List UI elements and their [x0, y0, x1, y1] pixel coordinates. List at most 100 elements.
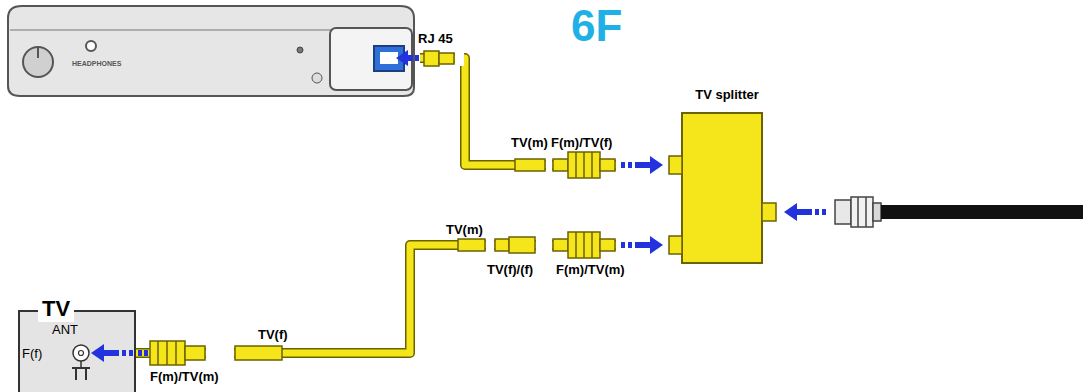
drawing-part — [546, 158, 552, 172]
drawing-part — [650, 236, 663, 254]
connector-label: TV(m) — [511, 135, 548, 150]
drawing-part — [73, 345, 89, 361]
drawing-part — [669, 156, 682, 174]
drawing-part — [650, 156, 663, 174]
drawing-part — [91, 344, 104, 362]
tv-set: TVANTF(f) — [18, 310, 136, 392]
drawing-part — [865, 197, 867, 227]
drawing-part — [150, 51, 615, 365]
drawing-part — [616, 156, 670, 174]
drawing-part — [103, 350, 119, 356]
drawing-part — [600, 239, 615, 251]
drawing-part — [486, 238, 494, 252]
connector-label: TV(f)/(f) — [487, 262, 533, 277]
drawing-part — [628, 162, 632, 168]
drawing-part — [458, 239, 485, 251]
drawing-part — [206, 52, 670, 360]
drawing-part — [420, 58, 668, 165]
drawing-part — [439, 53, 454, 64]
drawing-part — [407, 55, 413, 61]
drawing-part — [621, 162, 625, 168]
drawing-part — [575, 232, 577, 258]
drawing-part — [600, 159, 615, 171]
drawing-part — [873, 203, 881, 221]
drawing-part — [144, 350, 148, 356]
drawing-part — [536, 238, 552, 252]
test-device: HEADPHONES — [0, 0, 420, 100]
connector-label: TV(m) — [446, 222, 483, 237]
drawing-part — [330, 28, 412, 90]
drawing-part — [762, 203, 776, 221]
drawing-part — [380, 52, 398, 64]
drawing-part — [80, 361, 82, 368]
drawing-part — [37, 48, 39, 58]
drawing-part — [568, 152, 600, 178]
drawing-part — [815, 209, 819, 215]
drawing-part — [881, 205, 1083, 219]
drawing-part — [857, 197, 859, 227]
drawing-part — [553, 159, 568, 171]
drawing-part — [312, 73, 322, 83]
connector-label: F(m)/TV(m) — [556, 262, 625, 277]
drawing-part — [495, 239, 509, 251]
drawing-part — [621, 242, 625, 248]
connector-label: TV(f) — [258, 327, 288, 342]
drawing-part — [635, 242, 651, 248]
drawing-part — [628, 242, 632, 248]
coax-cable — [136, 245, 668, 353]
drawing-part — [185, 346, 205, 360]
test-device-outline — [0, 0, 420, 112]
drawing-part — [166, 341, 168, 365]
drawing-part — [396, 50, 408, 66]
drawing-part — [669, 236, 682, 254]
node-text: ANT — [52, 322, 78, 337]
connector-label: F(m)/TV(m) — [150, 369, 219, 384]
drawing-part — [835, 197, 881, 227]
drawing-part — [851, 197, 873, 227]
drawing-part — [86, 41, 96, 51]
drawing-part — [635, 162, 651, 168]
drawing-part — [553, 239, 568, 251]
node-heading: TV splitter — [668, 87, 786, 102]
drawing-part — [206, 346, 234, 360]
drawing-part — [509, 237, 535, 253]
drawing-part — [796, 209, 812, 215]
drawing-part — [79, 351, 84, 356]
drawing-part — [19, 311, 135, 392]
drawing-part — [136, 245, 668, 353]
drawing-part — [297, 47, 303, 53]
drawing-part — [583, 152, 585, 178]
page-title: 6F — [571, 2, 622, 50]
drawing-part — [515, 159, 545, 171]
drawing-part — [583, 232, 585, 258]
drawing-part — [424, 51, 439, 66]
drawing-part — [575, 152, 577, 178]
node-text: F(f) — [22, 346, 42, 361]
drawing-part — [235, 346, 282, 360]
drawing-part — [175, 341, 177, 365]
node-heading: HEADPHONES — [72, 56, 121, 71]
drawing-part — [157, 341, 159, 365]
drawing-part — [8, 6, 414, 96]
drawing-part — [455, 52, 464, 66]
drawing-part — [616, 236, 670, 254]
drawing-part — [784, 203, 797, 221]
drawing-part — [122, 350, 126, 356]
node-heading: TV — [38, 296, 74, 322]
tv-splitter: TV splitter — [668, 85, 786, 265]
drawing-part — [568, 232, 600, 258]
coax-cable — [420, 58, 668, 165]
drawing-part — [85, 368, 87, 380]
drawing-part — [150, 341, 185, 365]
drawing-part — [138, 350, 142, 356]
drawing-part — [822, 209, 826, 215]
drawing-part — [591, 152, 593, 178]
connector-label: RJ 45 — [418, 31, 453, 46]
drawing-part — [23, 47, 53, 77]
drawing-part — [75, 368, 77, 380]
connector-label: F(m)/TV(f) — [551, 135, 612, 150]
tv-splitter-outline — [668, 85, 783, 277]
drawing-part — [682, 113, 762, 263]
drawing-part — [129, 350, 133, 356]
